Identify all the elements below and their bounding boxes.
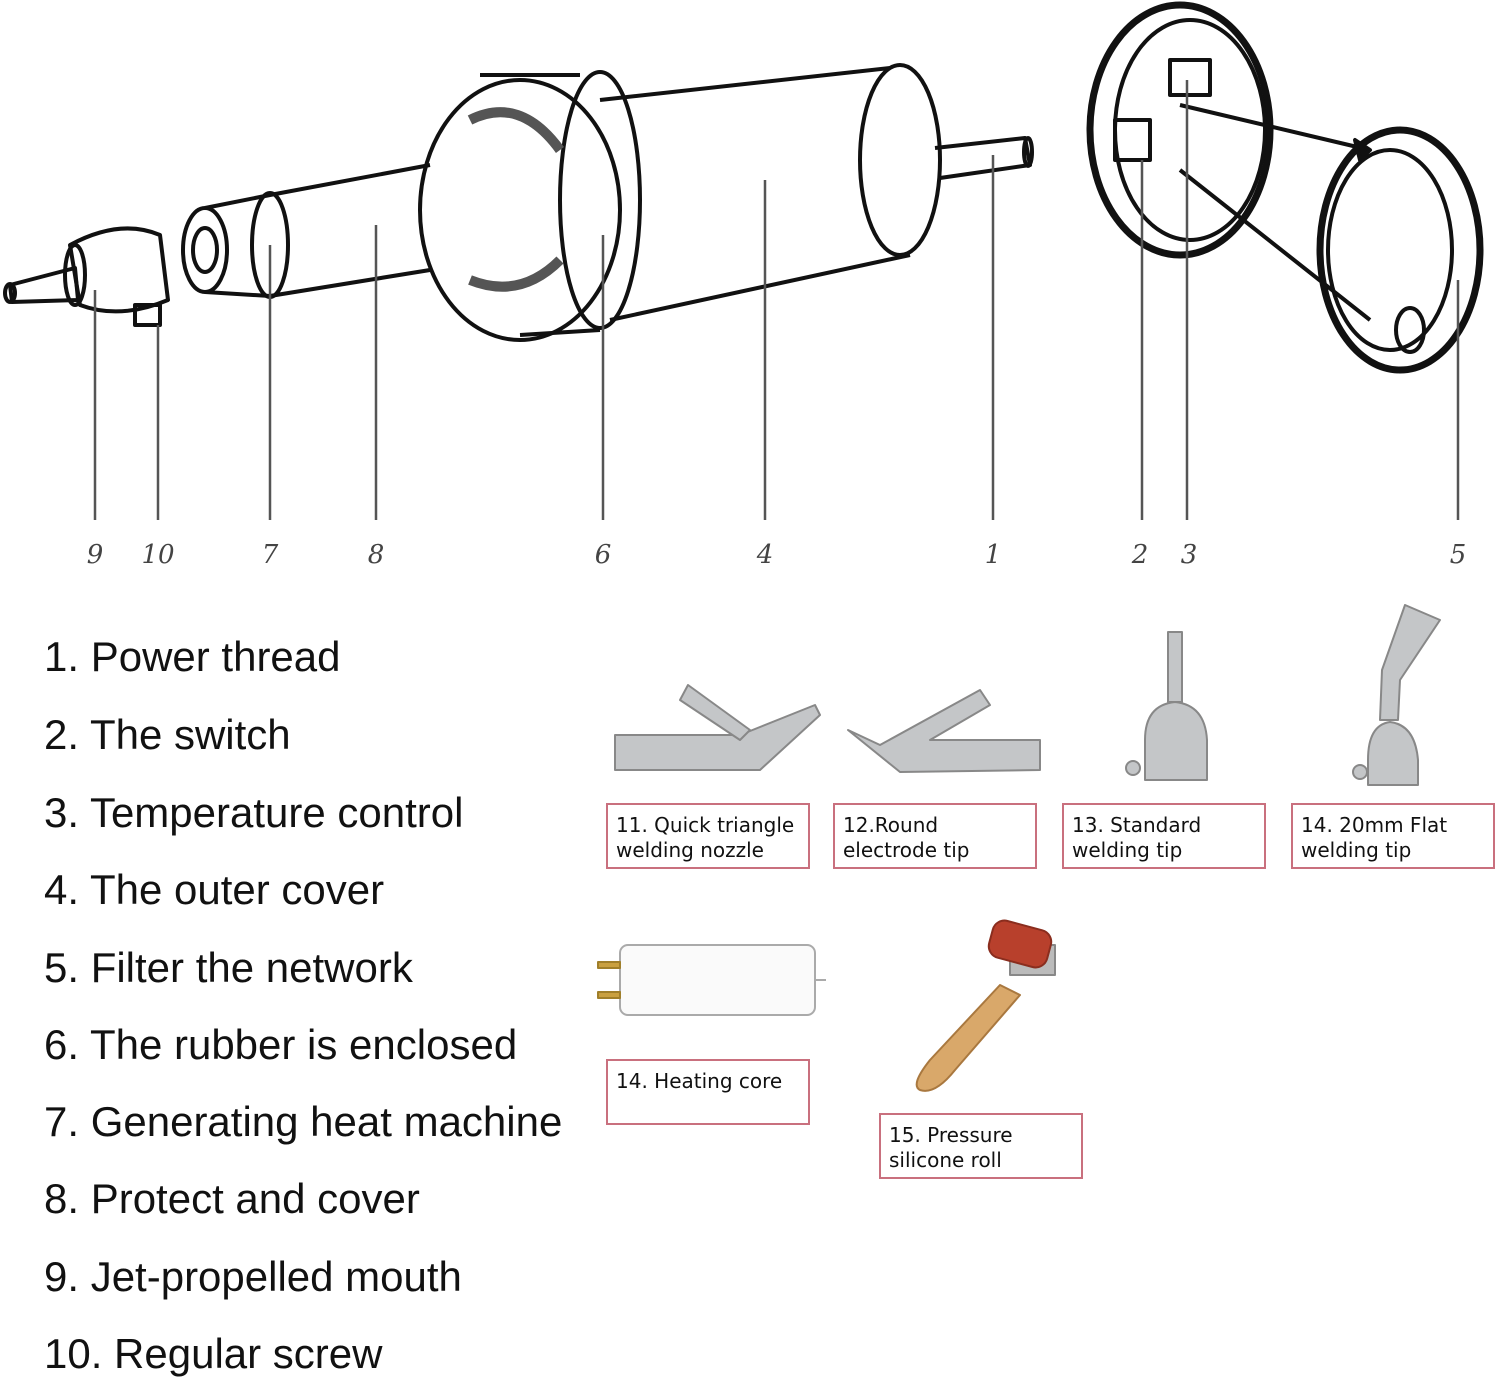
label-line: 11. Quick triangle	[616, 813, 795, 837]
label-line: welding tip	[1072, 838, 1183, 862]
label-line: welding tip	[1301, 838, 1412, 862]
label-line: 14. 20mm Flat	[1301, 813, 1448, 837]
quick-triangle-nozzle-image	[614, 684, 821, 771]
legend-item: 3. Temperature control	[44, 789, 464, 836]
callout-number-2: 2	[1131, 540, 1149, 570]
legend-item: 1. Power thread	[44, 633, 341, 680]
legend-item: 2. The switch	[44, 711, 291, 758]
callout-lines	[93, 80, 1460, 520]
heater-tube-part	[181, 163, 431, 299]
callout-number-10: 10	[141, 540, 175, 570]
flat-welding-tip-image	[1352, 604, 1441, 786]
legend-item: 7. Generating heat machine	[44, 1098, 563, 1145]
callout-number-9: 9	[86, 540, 104, 570]
label-line: welding nozzle	[616, 838, 764, 862]
outer-cover-part	[599, 63, 1034, 322]
heating-core-image	[597, 944, 826, 1016]
legend-item: 9. Jet-propelled mouth	[44, 1253, 462, 1300]
rubber-ring-part	[418, 70, 642, 342]
label-line: 14. Heating core	[616, 1069, 783, 1093]
round-electrode-tip-image	[847, 689, 1041, 773]
callout-number-8: 8	[367, 540, 385, 570]
legend-item: 5. Filter the network	[44, 944, 413, 991]
switch-housing-part	[1086, 1, 1372, 322]
callout-number-6: 6	[594, 540, 612, 570]
label-line: 13. Standard	[1072, 813, 1202, 837]
legend-item: 4. The outer cover	[44, 866, 385, 913]
callout-number-3: 3	[1180, 540, 1198, 570]
legend-item: 10. Regular screw	[44, 1330, 383, 1377]
callout-number-5: 5	[1449, 540, 1467, 570]
label-line: electrode tip	[843, 838, 970, 862]
filter-network-part	[1316, 126, 1484, 374]
legend-item: 6. The rubber is enclosed	[44, 1021, 518, 1068]
legend-item: 8. Protect and cover	[44, 1175, 420, 1222]
accessory-label-heating-core: 14. Heating core	[606, 1059, 810, 1125]
callout-number-1: 1	[984, 540, 1002, 570]
callout-number-4: 4	[756, 540, 774, 570]
label-line: 15. Pressure	[889, 1123, 1013, 1147]
callout-number-7: 7	[261, 540, 279, 570]
label-line: silicone roll	[889, 1148, 1002, 1172]
pressure-roller-image	[915, 919, 1056, 1092]
standard-welding-tip-image	[1125, 631, 1208, 781]
label-line: 12.Round	[843, 813, 939, 837]
jet-mouth-part	[3, 226, 170, 327]
